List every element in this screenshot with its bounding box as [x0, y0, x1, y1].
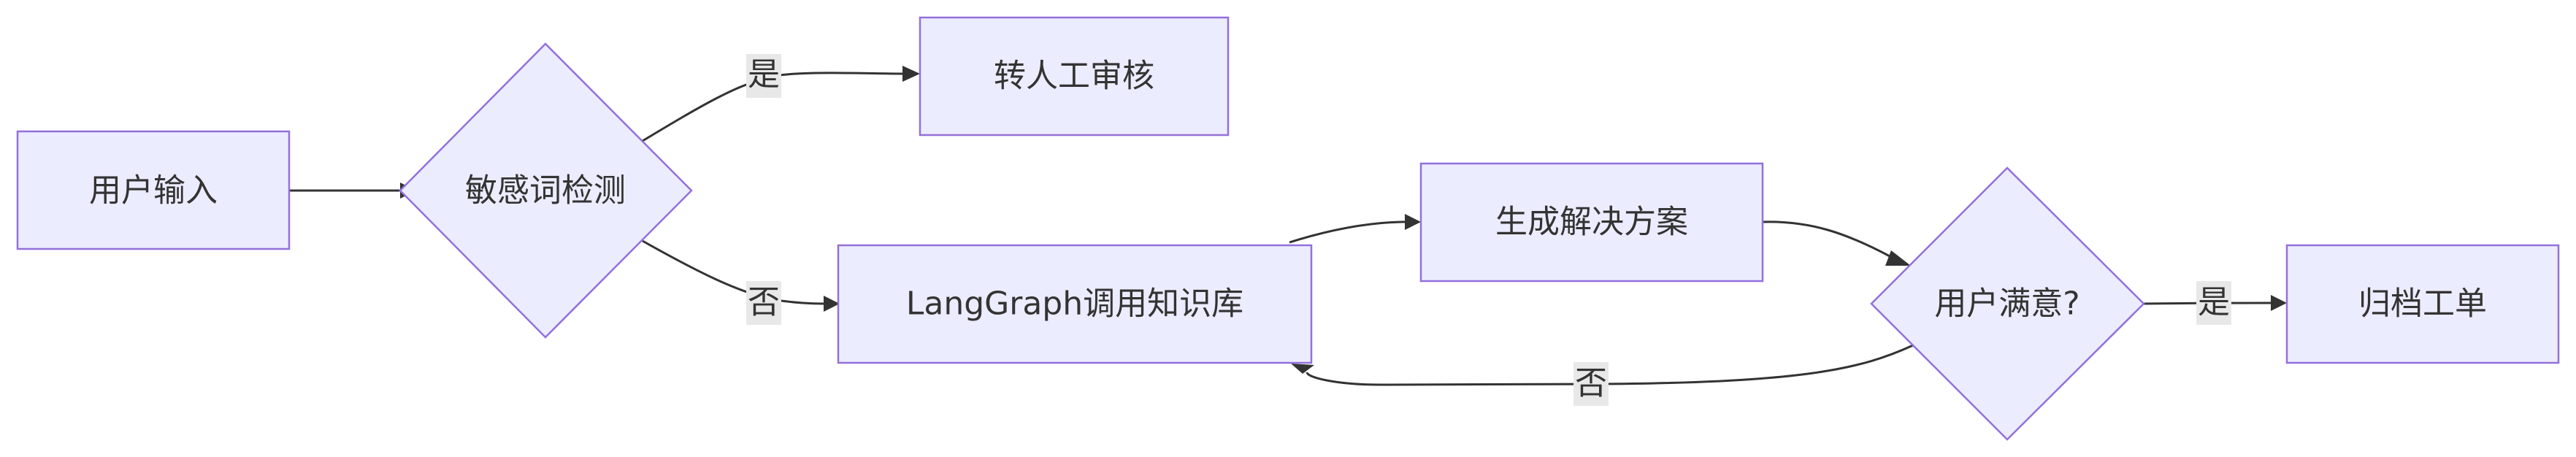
node-user-input: 用户输入	[16, 130, 291, 250]
node-shape	[919, 16, 1230, 137]
edge-label-satisfied-no: 否	[1573, 362, 1609, 406]
node-label: 生成解决方案	[1495, 204, 1688, 241]
edge-kb-to-generate	[1289, 220, 1405, 244]
node-generate-solution: 生成解决方案	[1419, 162, 1764, 283]
node-shape	[2285, 244, 2560, 364]
edge-label-sensitive-no: 否	[746, 281, 781, 325]
node-label: 敏感词检测	[465, 172, 626, 210]
edge-label-bg	[1573, 362, 1609, 406]
edge-satisfied-to-kb	[1306, 344, 1914, 386]
arrowhead-check-to-review	[902, 66, 920, 82]
arrowhead-satisfied-to-kb	[1291, 364, 1314, 374]
edge-label-text: 否	[748, 284, 780, 321]
node-label: 转人工审核	[994, 58, 1154, 95]
arrowhead-satisfied-to-archive	[2271, 295, 2287, 311]
node-shape	[1419, 162, 1764, 283]
edge-label-text: 是	[748, 56, 780, 93]
node-shape	[837, 244, 1313, 364]
node-langgraph-kb: LangGraph调用知识库	[837, 244, 1313, 364]
edge-labels: 是 否 是 否	[746, 54, 2231, 406]
edge-label-bg	[746, 281, 781, 325]
edge-label-bg	[746, 54, 781, 98]
edge-label-text: 是	[2198, 284, 2230, 321]
edge-label-sensitive-yes: 是	[746, 54, 781, 98]
node-label: 用户输入	[89, 172, 218, 210]
node-shape	[1870, 166, 2145, 441]
arrowhead-generate-to-satisfied	[1885, 250, 1911, 266]
edge-label-bg	[2196, 281, 2231, 325]
arrowhead-check-to-kb	[824, 296, 840, 312]
node-label: LangGraph调用知识库	[906, 285, 1243, 323]
arrowhead-kb-to-generate	[1405, 214, 1421, 230]
node-user-satisfied: 用户满意?	[1870, 166, 2145, 441]
edge-label-satisfied-yes: 是	[2196, 281, 2231, 325]
node-archive-ticket: 归档工单	[2285, 244, 2560, 364]
node-shape	[399, 42, 693, 339]
nodes: 用户输入 敏感词检测 转人工审核 LangGraph调用知识库 生成解决方案 用…	[16, 16, 2560, 441]
node-manual-review: 转人工审核	[919, 16, 1230, 137]
node-label: 归档工单	[2358, 285, 2487, 323]
edge-generate-to-satisfied	[1762, 220, 1897, 261]
edge-check-to-kb	[642, 239, 824, 305]
node-label: 用户满意?	[1934, 285, 2079, 323]
edge-label-text: 否	[1575, 365, 1607, 402]
node-sensitive-check: 敏感词检测	[399, 42, 693, 339]
node-shape	[16, 130, 291, 250]
